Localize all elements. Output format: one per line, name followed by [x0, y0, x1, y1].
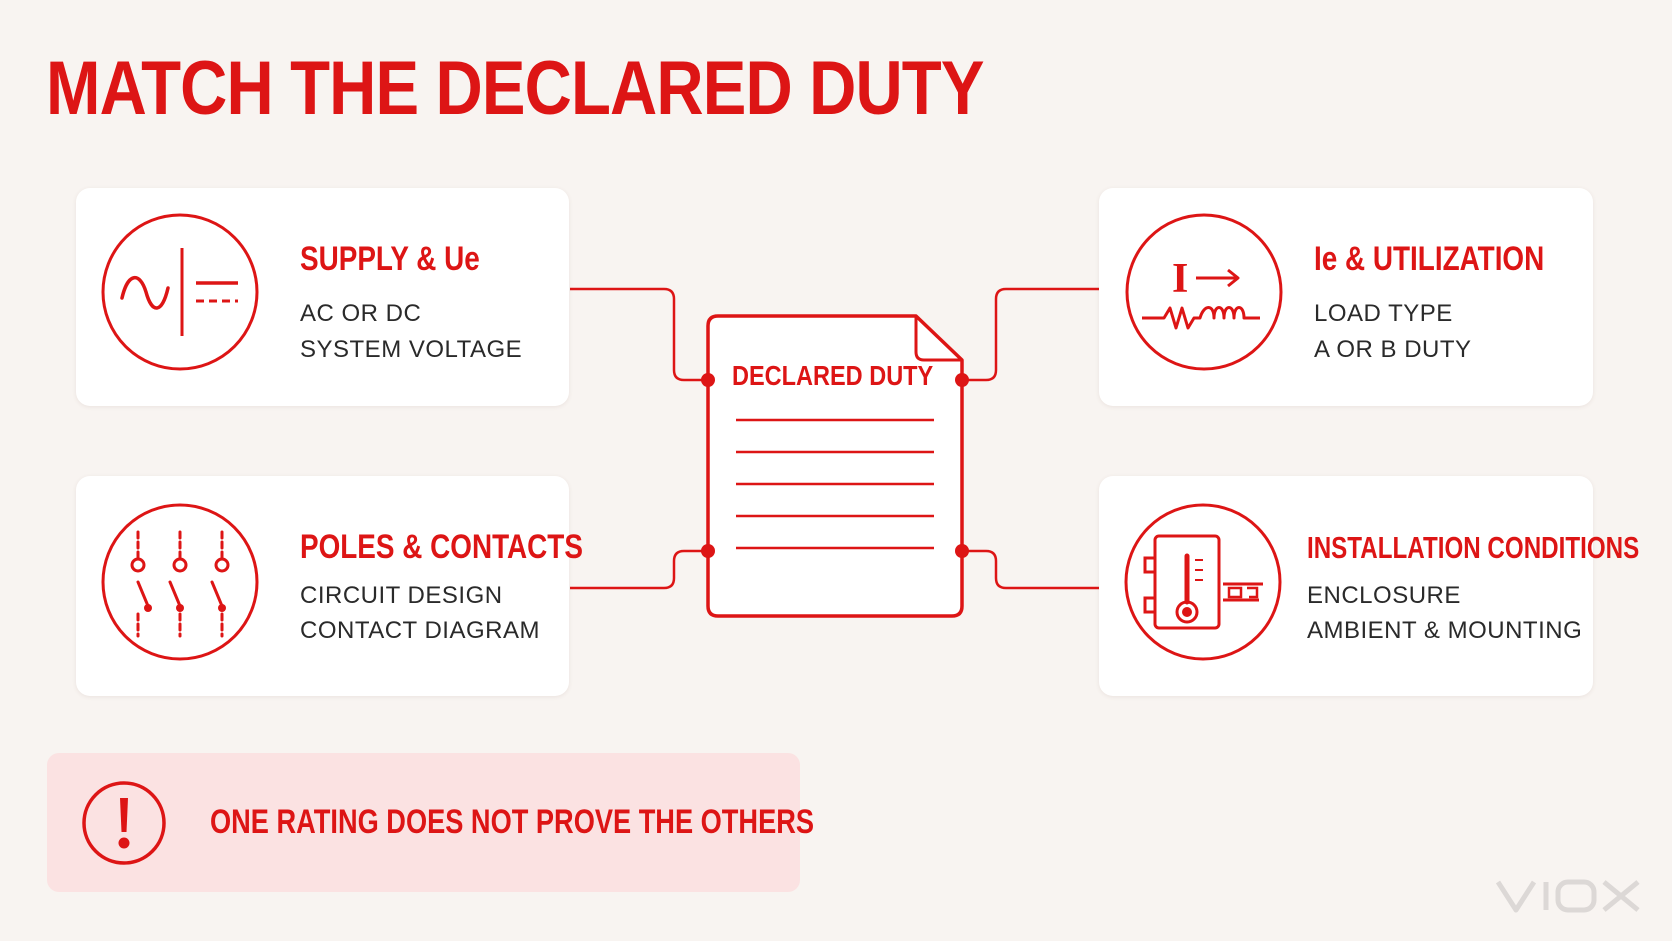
page-title: MATCH THE DECLARED DUTY — [46, 46, 984, 131]
current-load-icon: I — [1125, 213, 1283, 371]
warning-banner: ONE RATING DOES NOT PROVE THE OTHERS — [47, 753, 814, 892]
card-poles: POLES & CONTACTS CIRCUIT DESIGN CONTACT … — [76, 476, 583, 696]
card-installation: INSTALLATION CONDITIONS ENCLOSURE AMBIEN… — [1099, 476, 1639, 696]
card-line: SYSTEM VOLTAGE — [300, 336, 523, 363]
connector-supply — [570, 287, 708, 382]
node-dot — [701, 373, 715, 387]
card-line: AMBIENT & MOUNTING — [1307, 617, 1583, 644]
exclamation-icon — [82, 781, 166, 865]
card-line: ENCLOSURE — [1307, 582, 1461, 609]
card-title: POLES & CONTACTS — [300, 528, 583, 566]
node-dot — [955, 373, 969, 387]
card-line: AC OR DC — [300, 300, 422, 327]
card-line: A OR B DUTY — [1314, 336, 1472, 363]
card-line: CIRCUIT DESIGN — [300, 582, 503, 609]
card-line: LOAD TYPE — [1314, 300, 1453, 327]
viox-logo — [1495, 879, 1640, 913]
card-title: SUPPLY & Ue — [300, 240, 480, 278]
node-dot — [955, 544, 969, 558]
enclosure-thermometer-icon — [1124, 503, 1282, 661]
card-line: CONTACT DIAGRAM — [300, 617, 540, 644]
ac-dc-supply-icon — [101, 213, 259, 371]
card-supply: SUPPLY & Ue AC OR DC SYSTEM VOLTAGE — [76, 188, 569, 406]
document-icon — [706, 314, 964, 618]
card-utilization: I Ie & UTILIZATION LOAD TYPE A OR B DUTY — [1099, 188, 1593, 406]
warning-text: ONE RATING DOES NOT PROVE THE OTHERS — [210, 803, 814, 841]
card-title: Ie & UTILIZATION — [1314, 240, 1545, 278]
connector-utilization — [962, 287, 1100, 382]
card-title: INSTALLATION CONDITIONS — [1307, 530, 1640, 565]
document-title: DECLARED DUTY — [732, 360, 934, 391]
current-symbol: I — [1172, 256, 1188, 302]
connector-installation — [962, 549, 1100, 590]
switch-contacts-icon — [101, 503, 259, 661]
connector-poles — [570, 549, 708, 590]
node-dot — [701, 544, 715, 558]
